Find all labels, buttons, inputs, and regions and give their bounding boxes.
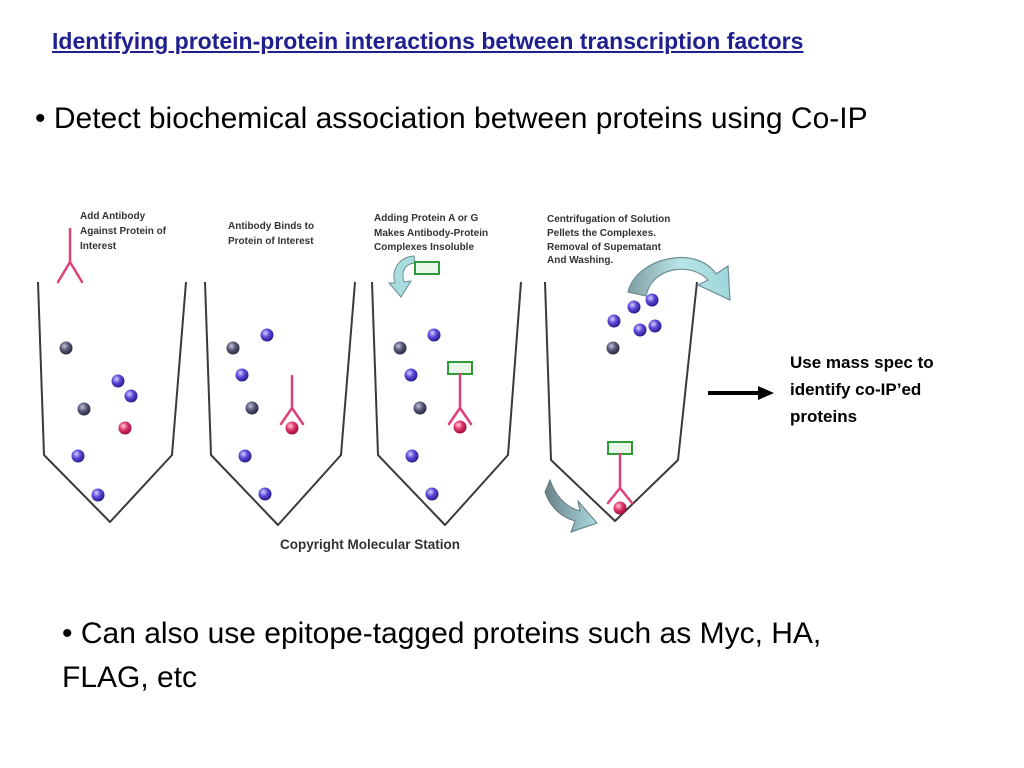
step-1-label-line: Add Antibody xyxy=(80,211,146,222)
protein-of-interest xyxy=(118,421,132,435)
molecule-other xyxy=(427,328,441,342)
antibody-icon xyxy=(606,452,634,505)
step-2-label-line: Protein of Interest xyxy=(228,236,314,247)
washing-arrow-icon xyxy=(544,478,598,533)
protein-a-g-icon xyxy=(414,261,440,275)
curved-arrow-icon xyxy=(387,255,416,298)
antibody-icon xyxy=(447,372,473,426)
molecule-other xyxy=(258,487,272,501)
molecule-other xyxy=(235,368,249,382)
protein-a-g-icon xyxy=(447,361,473,375)
molecule-other xyxy=(405,449,419,463)
molecule-other xyxy=(226,341,240,355)
step-4-label-line: Pellets the Complexes. xyxy=(547,228,656,239)
antibody-icon xyxy=(56,227,84,284)
protein-a-g-icon xyxy=(607,441,633,455)
tube-4-centrifugation: Centrifugation of Solution Pellets the C… xyxy=(544,214,731,533)
bullet-epitope-tags-line: FLAG, etc xyxy=(62,661,198,694)
tube-3-protein-a-g: Adding Protein A or G Makes Antibody-Pro… xyxy=(371,213,522,526)
protein-of-interest xyxy=(453,420,467,434)
step-1-label-line: Against Protein of xyxy=(80,226,167,237)
molecule-other xyxy=(245,401,259,415)
mass-spec-note-line: identify co-IP’ed xyxy=(790,380,922,399)
molecule-other xyxy=(607,314,621,328)
step-2-label-line: Antibody Binds to xyxy=(228,221,314,232)
step-3-label-line: Makes Antibody-Protein xyxy=(374,228,488,239)
molecule-other xyxy=(71,449,85,463)
protein-of-interest xyxy=(613,501,627,515)
step-4-label-line: Centrifugation of Solution xyxy=(547,214,670,225)
molecule-other xyxy=(606,341,620,355)
step-4-label-line: And Washing. xyxy=(547,255,614,266)
tube-1-add-antibody: Add Antibody Against Protein of Interest xyxy=(37,211,187,523)
antibody-icon xyxy=(279,374,305,426)
molecule-other xyxy=(627,300,641,314)
tube-outline xyxy=(544,281,698,522)
molecule-other xyxy=(648,319,662,333)
tube-2-antibody-binds: Antibody Binds to Protein of Interest xyxy=(204,221,356,526)
molecule-other xyxy=(111,374,125,388)
supernatant-removal-arrow-icon xyxy=(627,257,731,301)
tube-outline xyxy=(371,281,522,526)
protein-of-interest xyxy=(285,421,299,435)
step-3-label-line: Complexes Insoluble xyxy=(374,242,474,253)
copyright-caption: Copyright Molecular Station xyxy=(280,537,460,552)
arrow-head xyxy=(758,386,774,400)
molecule-other xyxy=(124,389,138,403)
slide-title: Identifying protein-protein interactions… xyxy=(52,28,804,54)
molecule-other xyxy=(404,368,418,382)
molecule-other xyxy=(633,323,647,337)
bullet-epitope-tags-line: • Can also use epitope-tagged proteins s… xyxy=(62,617,822,650)
molecule-other xyxy=(59,341,73,355)
molecule-other xyxy=(645,293,659,307)
bullet-epitope-tags: • Can also use epitope-tagged proteins s… xyxy=(62,612,821,700)
tube-outline xyxy=(204,281,356,526)
molecule-other xyxy=(260,328,274,342)
bullet-co-ip: • Detect biochemical association between… xyxy=(35,102,868,135)
molecule-other xyxy=(393,341,407,355)
molecule-other xyxy=(77,402,91,416)
molecule-other xyxy=(238,449,252,463)
step-4-label-line: Removal of Supematant xyxy=(547,242,662,253)
tube-outline xyxy=(37,281,187,523)
mass-spec-note: Use mass spec to identify co-IP’ed prote… xyxy=(790,349,934,430)
molecule-other xyxy=(91,488,105,502)
mass-spec-note-line: Use mass spec to xyxy=(790,353,934,372)
right-arrow-icon xyxy=(708,386,774,400)
step-1-label-line: Interest xyxy=(80,241,117,252)
mass-spec-note-line: proteins xyxy=(790,407,858,426)
molecule-other xyxy=(413,401,427,415)
step-3-label-line: Adding Protein A or G xyxy=(374,213,478,224)
molecule-other xyxy=(425,487,439,501)
